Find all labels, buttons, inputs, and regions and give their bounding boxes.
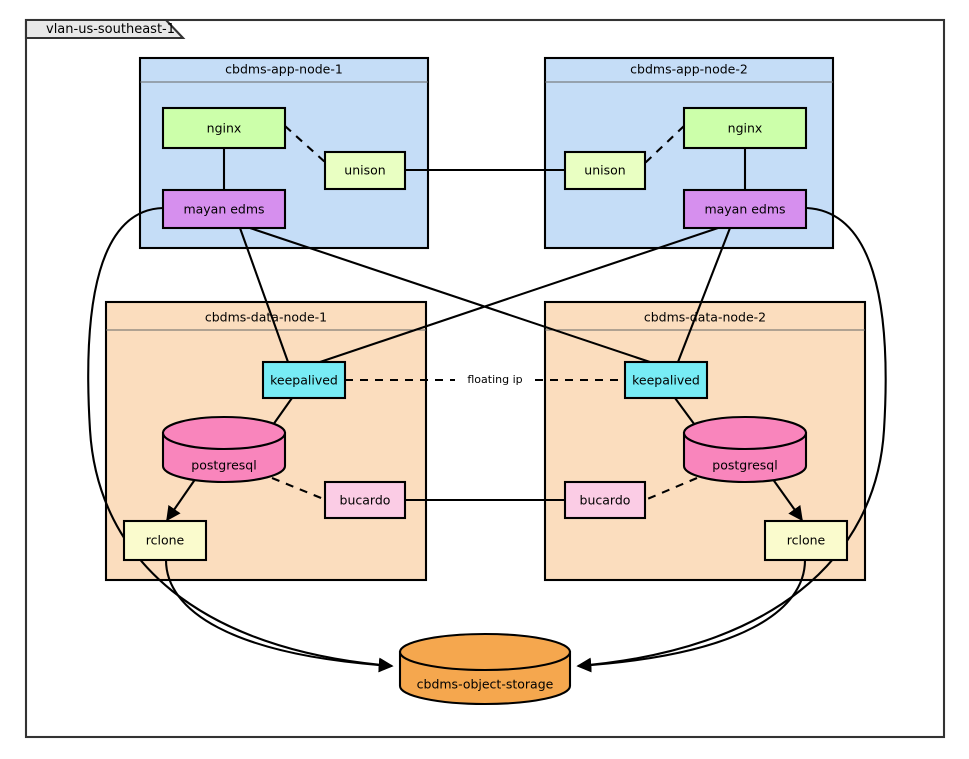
- node-unison-1[interactable]: unison: [323, 150, 407, 191]
- svg-text:cbdms-object-storage: cbdms-object-storage: [417, 677, 554, 692]
- edge-mayan2-objectstorage: [576, 206, 887, 673]
- svg-text:rclone: rclone: [787, 533, 826, 548]
- node-rclone-2[interactable]: rclone: [763, 519, 849, 562]
- edge-rclone2-objectstorage: [576, 559, 807, 673]
- svg-text:nginx: nginx: [207, 121, 242, 136]
- edge-postgresql1-rclone1: [166, 477, 197, 522]
- svg-text:postgresql: postgresql: [191, 458, 256, 473]
- svg-text:bucardo: bucardo: [340, 493, 391, 508]
- node-keepalived-1[interactable]: keepalived: [261, 360, 347, 400]
- edge-mayan1-keepalived2: [249, 227, 651, 363]
- group-data-node-2-title: cbdms-data-node-2: [644, 310, 766, 325]
- node-mayan-edms-1[interactable]: mayan edms: [161, 188, 287, 230]
- edge-mayan2-keepalived1: [319, 227, 719, 363]
- node-bucardo-1[interactable]: bucardo: [323, 480, 407, 520]
- svg-text:keepalived: keepalived: [632, 373, 700, 388]
- node-postgresql-1[interactable]: postgresql: [161, 415, 287, 484]
- node-keepalived-2[interactable]: keepalived: [623, 360, 709, 400]
- edge-nginx1-unison1: [284, 125, 327, 164]
- node-nginx-2[interactable]: nginx: [682, 106, 808, 150]
- svg-text:bucardo: bucardo: [580, 493, 631, 508]
- edge-label-floating-ip: floating ip: [467, 373, 522, 386]
- zone-tab: [24, 18, 186, 40]
- group-app-node-2-title: cbdms-app-node-2: [630, 62, 748, 77]
- node-unison-2[interactable]: unison: [563, 150, 647, 191]
- edge-mayan2-keepalived2: [677, 227, 731, 363]
- node-postgresql-2[interactable]: postgresql: [682, 415, 808, 484]
- zone-label: vlan-us-southeast-1: [46, 22, 175, 37]
- svg-text:postgresql: postgresql: [712, 458, 777, 473]
- svg-text:mayan edms: mayan edms: [183, 202, 264, 217]
- svg-text:rclone: rclone: [146, 533, 185, 548]
- edge-postgresql1-bucardo1: [271, 477, 327, 501]
- node-mayan-edms-2[interactable]: mayan edms: [682, 188, 808, 230]
- node-object-storage[interactable]: cbdms-object-storage: [398, 632, 572, 706]
- group-app-node-1-title: cbdms-app-node-1: [225, 62, 343, 77]
- svg-text:keepalived: keepalived: [270, 373, 338, 388]
- node-nginx-1[interactable]: nginx: [161, 106, 287, 150]
- group-data-node-1-title: cbdms-data-node-1: [205, 310, 327, 325]
- node-bucardo-2[interactable]: bucardo: [563, 480, 647, 520]
- edge-postgresql2-rclone2: [771, 477, 803, 522]
- edge-postgresql2-bucardo2: [644, 477, 698, 501]
- node-rclone-1[interactable]: rclone: [122, 519, 208, 562]
- edge-mayan1-keepalived1: [239, 227, 289, 363]
- edge-mayan1-objectstorage: [87, 206, 394, 673]
- zone-boundary: [24, 18, 946, 739]
- edge-rclone1-objectstorage: [164, 559, 394, 673]
- svg-text:mayan edms: mayan edms: [704, 202, 785, 217]
- svg-text:unison: unison: [584, 163, 625, 178]
- svg-text:nginx: nginx: [728, 121, 763, 136]
- svg-text:unison: unison: [344, 163, 385, 178]
